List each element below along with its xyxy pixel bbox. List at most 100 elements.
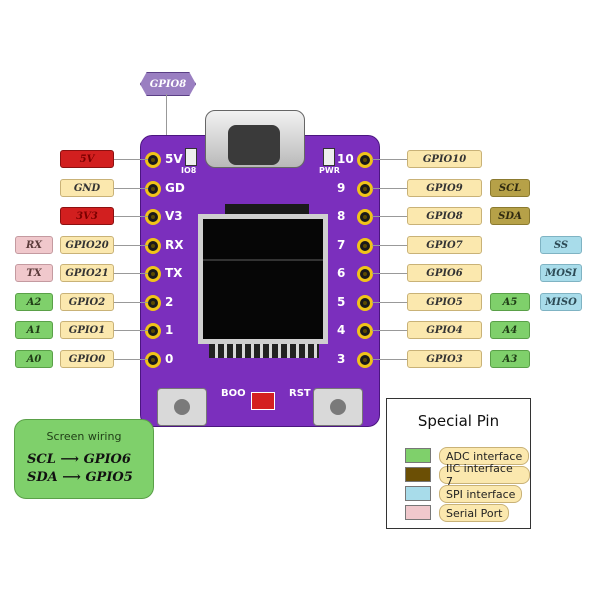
right-pin-extra-label: SDA [490, 207, 530, 225]
right-pin-leader [372, 216, 408, 217]
right-pin-pad[interactable] [357, 323, 373, 339]
left-pin-extra-label: A1 [15, 321, 53, 339]
left-pin-label: GND [60, 179, 114, 197]
right-pin-pad[interactable] [357, 181, 373, 197]
right-pin-silk: 8 [337, 209, 346, 223]
left-pin-pad[interactable] [145, 181, 161, 197]
arrow-right-icon: ⟶ [60, 452, 80, 467]
silk-io8: IO8 [181, 166, 197, 175]
legend-swatch [405, 505, 431, 520]
right-pin-pad[interactable] [357, 238, 373, 254]
right-pin-leader [372, 273, 408, 274]
left-pin-silk: RX [165, 238, 184, 252]
left-pin-pad[interactable] [145, 209, 161, 225]
silk-pwr: PWR [319, 166, 340, 175]
wiring-row-sda: SDA ⟶ GPIO5 [27, 470, 133, 485]
right-pin-extra-label: SCL [490, 179, 530, 197]
right-pin-label: GPIO10 [407, 150, 482, 168]
right-pin-silk: 5 [337, 295, 346, 309]
left-pin-pad[interactable] [145, 266, 161, 282]
left-pin-leader [114, 188, 148, 189]
legend-swatch [405, 467, 431, 482]
left-pin-label: GPIO2 [60, 293, 114, 311]
reset-button[interactable] [313, 388, 363, 426]
left-pin-extra-label: RX [15, 236, 53, 254]
wiring-row-scl: SCL ⟶ GPIO6 [27, 452, 131, 467]
boot-switch[interactable] [251, 392, 275, 410]
right-pin-leader [372, 359, 408, 360]
left-pin-silk: GD [165, 181, 185, 195]
legend-swatch [405, 486, 431, 501]
left-pin-extra-label: TX [15, 264, 53, 282]
left-pin-leader [114, 359, 148, 360]
led-pwr [323, 148, 335, 166]
screen-wiring-title: Screen wiring [46, 430, 122, 443]
legend-item-label: SPI interface [439, 485, 523, 503]
legend-item-label: ADC interface [439, 447, 530, 465]
oled-screen [198, 214, 328, 344]
left-pin-pad[interactable] [145, 238, 161, 254]
right-pin-leader [372, 188, 408, 189]
right-pin-pad[interactable] [357, 209, 373, 225]
left-pin-label: GPIO0 [60, 350, 114, 368]
usb-c-connector [205, 110, 305, 168]
left-pin-pad[interactable] [145, 152, 161, 168]
legend-title: Special Pin [417, 412, 500, 430]
left-pin-label: GPIO21 [60, 264, 114, 282]
right-pin-pad[interactable] [357, 352, 373, 368]
legend-item-label: Serial Port [439, 504, 510, 522]
right-pin-label: GPIO7 [407, 236, 482, 254]
right-pin-label: GPIO4 [407, 321, 482, 339]
arrow-right-icon: ⟶ [62, 470, 81, 485]
left-pin-leader [114, 159, 148, 160]
left-pin-extra-label: A2 [15, 293, 53, 311]
right-pin-pad[interactable] [357, 266, 373, 282]
right-pin-label: GPIO5 [407, 293, 482, 311]
left-pin-leader [114, 273, 148, 274]
right-pin-spi-label: MOSI [540, 264, 582, 282]
wiring-to: GPIO5 [85, 470, 133, 485]
right-pin-label: GPIO3 [407, 350, 482, 368]
right-pin-leader [372, 330, 408, 331]
right-pin-silk: 3 [337, 352, 346, 366]
boot-button[interactable] [157, 388, 207, 426]
left-pin-silk: 1 [165, 323, 174, 337]
gpio8-leader [166, 94, 167, 142]
right-pin-silk: 6 [337, 266, 346, 280]
left-pin-label: GPIO20 [60, 236, 114, 254]
left-pin-silk: 5V [165, 152, 183, 166]
left-pin-label: GPIO1 [60, 321, 114, 339]
right-pin-silk: 10 [337, 152, 354, 166]
left-pin-leader [114, 302, 148, 303]
left-pin-label: 3V3 [60, 207, 114, 225]
left-pin-silk: 2 [165, 295, 174, 309]
right-pin-pad[interactable] [357, 295, 373, 311]
right-pin-silk: 4 [337, 323, 346, 337]
left-pin-pad[interactable] [145, 352, 161, 368]
right-pin-spi-label: SS [540, 236, 582, 254]
left-pin-pad[interactable] [145, 323, 161, 339]
legend-item-label: IIC interface 7 [439, 462, 530, 488]
right-pin-label: GPIO6 [407, 264, 482, 282]
right-pin-silk: 9 [337, 181, 346, 195]
left-pin-silk: TX [165, 266, 183, 280]
right-pin-label: GPIO9 [407, 179, 482, 197]
wiring-from: SDA [27, 470, 58, 485]
wiring-to: GPIO6 [83, 452, 131, 467]
wiring-from: SCL [27, 452, 56, 467]
right-pin-leader [372, 159, 408, 160]
left-pin-leader [114, 330, 148, 331]
left-pin-pad[interactable] [145, 295, 161, 311]
right-pin-extra-label: A5 [490, 293, 530, 311]
silk-boot: BOO [221, 388, 246, 399]
left-pin-silk: 0 [165, 352, 174, 366]
right-pin-leader [372, 245, 408, 246]
right-pin-pad[interactable] [357, 152, 373, 168]
right-pin-silk: 7 [337, 238, 346, 252]
left-pin-extra-label: A0 [15, 350, 53, 368]
left-pin-leader [114, 245, 148, 246]
screen-flex-bottom [209, 344, 319, 358]
right-pin-leader [372, 302, 408, 303]
